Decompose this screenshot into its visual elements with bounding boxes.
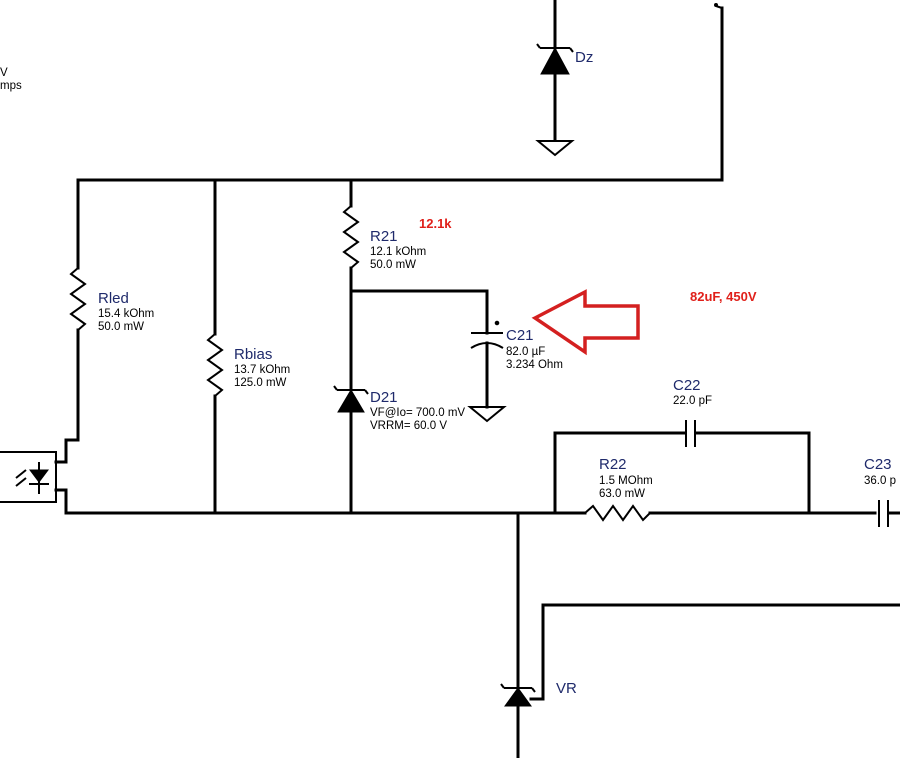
- c21-esr: 3.234 Ohm: [506, 359, 563, 371]
- rled-ref: Rled: [98, 290, 129, 307]
- dz-diode-icon: [540, 46, 570, 75]
- c23-value: 36.0 p: [864, 475, 896, 487]
- d21-diode-icon: [337, 389, 365, 413]
- edge-text-1: V: [0, 67, 8, 79]
- r21-annotation: 12.1k: [419, 216, 452, 231]
- rbias-ref: Rbias: [234, 346, 272, 363]
- d21-vrrm: VRRM= 60.0 V: [370, 420, 447, 432]
- rled-power: 50.0 mW: [98, 321, 144, 333]
- rbias-resistor-icon: [206, 333, 224, 397]
- pointer-arrow-icon: [531, 289, 640, 356]
- edge-text-2: mps: [0, 80, 22, 92]
- resistor-r21: R21 12.1 kOhm 50.0 mW: [342, 178, 426, 390]
- zener-diode-vr: VR: [500, 511, 900, 758]
- capacitor-c22: C22 22.0 pF: [553, 377, 811, 515]
- vr-diode-icon: [504, 687, 532, 707]
- c23-ref: C23: [864, 456, 892, 473]
- capacitor-c23: C23 36.0 p: [864, 456, 900, 527]
- c21-polarity-dot: [494, 320, 500, 326]
- d21-ref: D21: [370, 389, 398, 406]
- r21-resistor-icon: [342, 205, 360, 269]
- r21-power: 50.0 mW: [370, 259, 416, 271]
- vr-ref: VR: [556, 680, 577, 697]
- zener-diode-dz: Dz: [535, 0, 593, 157]
- c21-annotation: 82uF, 450V: [690, 289, 757, 304]
- d21-vf: VF@Io= 700.0 mV: [370, 407, 465, 419]
- c22-ref: C22: [673, 377, 701, 394]
- r22-power: 63.0 mW: [599, 488, 645, 500]
- resistor-rbias: Rbias 13.7 kOhm 125.0 mW: [206, 178, 290, 515]
- rled-value: 15.4 kOhm: [98, 308, 154, 320]
- r22-ref: R22: [599, 456, 627, 473]
- optocoupler: [0, 451, 68, 515]
- r21-value: 12.1 kOhm: [370, 246, 426, 258]
- rled-resistor-icon: [69, 267, 87, 331]
- rbias-power: 125.0 mW: [234, 377, 287, 389]
- dz-ground-icon: [535, 140, 575, 157]
- rbias-value: 13.7 kOhm: [234, 364, 290, 376]
- r22-value: 1.5 MOhm: [599, 475, 653, 487]
- zener-diode-d21: D21 VF@Io= 700.0 mV VRRM= 60.0 V: [333, 385, 465, 515]
- resistor-rled: Rled 15.4 kOhm 50.0 mW: [64, 178, 154, 464]
- capacitor-c21: C21 82.0 µF 3.234 Ohm: [349, 289, 563, 423]
- c21-ground-icon: [467, 406, 507, 423]
- r21-ref: R21: [370, 228, 398, 245]
- c21-ref: C21: [506, 327, 534, 344]
- c21-value: 82.0 µF: [506, 346, 545, 358]
- c22-value: 22.0 pF: [673, 395, 712, 407]
- dz-ref: Dz: [575, 49, 593, 66]
- resistor-r22: R22 1.5 MOhm 63.0 mW: [584, 456, 877, 522]
- r22-resistor-icon: [584, 504, 651, 522]
